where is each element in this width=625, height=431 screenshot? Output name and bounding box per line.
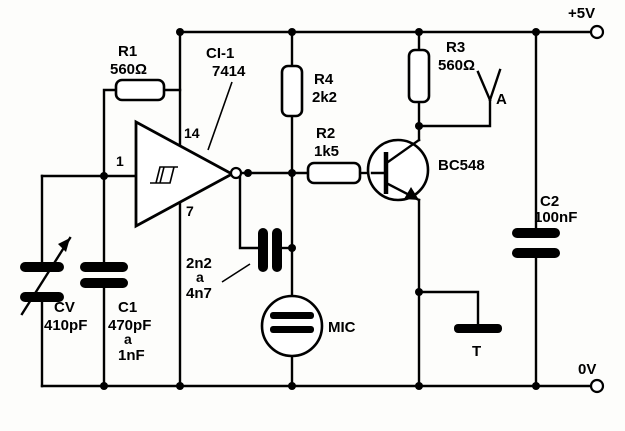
resistor-r3: R3 560Ω [407,39,475,104]
ic-part-label: 7414 [212,63,246,80]
transistor-part-label: BC548 [438,157,485,174]
cv-ref: CV [54,299,75,316]
terminal-t: T [454,324,502,360]
r4-value: 2k2 [312,89,337,106]
coupling-cap-leader-line [221,263,251,283]
transistor-collector-lead [386,138,421,164]
c1-ref: C1 [118,299,137,316]
transistor-body [366,138,430,202]
emitter-arrow [404,187,419,200]
coupling-cap-range-word: a [196,269,204,285]
positive-terminal [589,24,605,40]
r4-ref: R4 [314,71,334,88]
ic-pin-gnd: 7 [186,203,194,219]
r2-ref: R2 [316,125,335,142]
microphone-label: MIC [328,319,356,336]
inverter-bubble [229,166,243,180]
r3-ref: R3 [446,39,465,56]
c1-range-word: a [124,331,132,347]
ic-ref-label: CI-1 [206,45,234,62]
positive-supply-label: +5V [568,5,595,22]
inverter-symbol [134,119,235,229]
resistor-r4: R4 2k2 [280,64,337,118]
c1-value: 470pF [108,317,151,334]
c2-value: 100nF [534,209,577,226]
antenna-label: A [496,91,507,108]
schmitt-trigger-ic: CI-1 7414 1 14 7 [116,45,246,229]
hysteresis-icon [150,166,178,184]
ic-leader-line [207,81,233,151]
ground-supply-label: 0V [578,361,596,378]
coupling-cap-range-max: 4n7 [186,285,212,302]
cv-value: 410pF [44,317,87,334]
resistor-r2: R2 1k5 [306,125,362,185]
capacitor-c1: C1 470pF a 1nF [80,262,151,364]
coupling-cap-value: 2n2 [186,255,212,272]
coupling-capacitor: 2n2 a 4n7 [186,228,282,302]
variable-arrow-icon [20,236,72,316]
antenna: A [476,68,507,108]
c1-range-max: 1nF [118,347,145,364]
c2-ref: C2 [540,193,559,210]
r1-value: 560Ω [110,61,147,78]
supply-terminals: +5V 0V [568,5,605,394]
junction-dots [100,28,540,390]
ic-pin-input: 1 [116,153,124,169]
r3-value: 560Ω [438,57,475,74]
r2-value: 1k5 [314,143,339,160]
capacitor-c2: C2 100nF [512,193,577,258]
resistor-r1: R1 560Ω [110,43,166,102]
transistor-bc548: BC548 [366,138,485,202]
ground-terminal [589,378,605,394]
ic-pin-vcc: 14 [184,125,200,141]
terminal-label: T [472,343,481,360]
microphone: MIC [260,294,356,358]
r1-ref: R1 [118,43,137,60]
antenna-icon [476,68,502,102]
capacitor-cv: CV 410pF [20,236,87,334]
